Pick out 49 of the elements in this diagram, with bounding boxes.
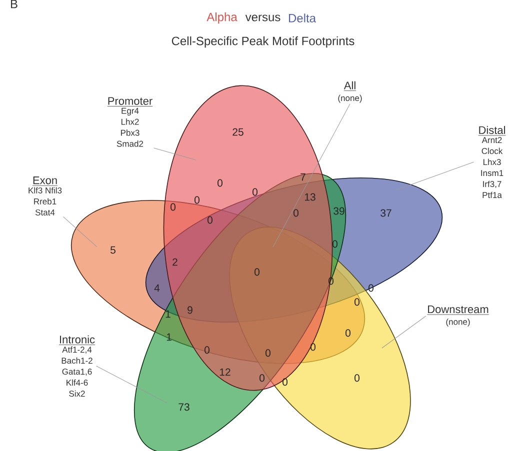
set-label: Distal Arnt2 Clock Lhx3 Insm1 Irf3,7 Ptf1a [478, 126, 506, 198]
leader-line [154, 148, 196, 160]
count-number: 0 [208, 216, 212, 224]
heading-word: Alpha [206, 12, 238, 24]
set-label: Exon Klf3 Nfil3 Rreb1 Stat4 [28, 176, 62, 216]
count-number: 0 [218, 179, 222, 187]
set-label: Intronic Atf1-2,4 Bach1-2 Gata1,6 Klf4-6 Six2 [58, 335, 96, 397]
set-ellipse [163, 85, 333, 391]
count-number: 0 [282, 378, 288, 386]
set-label: Downstream (none) [426, 306, 490, 326]
count-number: 0 [266, 349, 270, 357]
count-number: 0 [254, 268, 260, 276]
leader-line [382, 316, 426, 348]
heading-word: versus [245, 14, 280, 22]
count-number: 1 [166, 333, 172, 341]
set-ellipse [229, 226, 411, 450]
chart-title: Cell-Specific Peak Motif Footprints [172, 36, 354, 48]
count-number: 0 [252, 188, 258, 196]
count-number: 0 [294, 209, 299, 217]
count-number: 0 [354, 374, 360, 382]
count-number: 0 [332, 240, 338, 248]
set-label: All (none) [338, 81, 362, 103]
count-number: 13 [304, 193, 316, 201]
count-number: 0 [194, 196, 200, 204]
count-number: 2 [172, 258, 178, 266]
count-number: 25 [232, 128, 244, 136]
count-number: 12 [220, 368, 230, 376]
leader-line [396, 162, 474, 190]
count-number: 0 [170, 203, 176, 211]
set-ellipse [134, 173, 346, 451]
count-number: 0 [260, 374, 265, 382]
count-number: 1 [166, 310, 170, 318]
count-number: 5 [110, 246, 116, 254]
count-number: 0 [204, 346, 210, 354]
leader-line [96, 366, 168, 404]
count-number: 9 [188, 306, 192, 314]
count-number: 37 [380, 209, 392, 217]
count-number: 0 [354, 298, 360, 306]
count-number: 0 [346, 329, 350, 337]
leader-line [62, 216, 98, 248]
set-label: Promoter Egr4 Lhx2 Pbx3 Smad2 [107, 97, 153, 147]
heading-word: Delta [288, 14, 316, 22]
leader-line [272, 104, 350, 248]
count-number: 4 [154, 284, 160, 292]
count-number: 73 [178, 403, 190, 411]
panel-letter: B [11, 0, 18, 8]
count-number: 0 [310, 343, 316, 351]
count-number: 7 [300, 173, 306, 181]
count-number: 39 [334, 207, 344, 215]
